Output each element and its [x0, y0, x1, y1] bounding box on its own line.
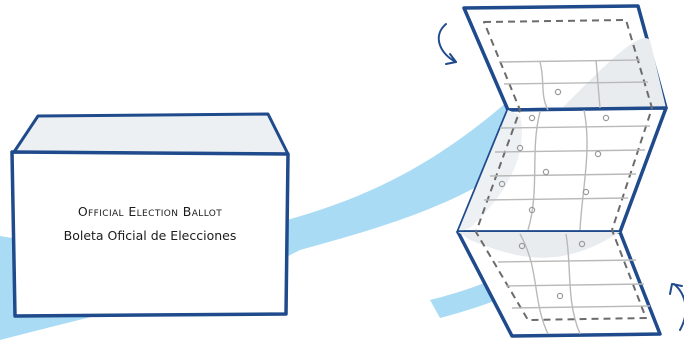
ballot-bubbles [498, 88, 610, 300]
curved-arrow-icon [669, 283, 684, 331]
curved-arrow-icon [437, 23, 457, 65]
envelope-title-en: Official Election Ballot [77, 204, 223, 219]
ballot-dashed-border [475, 19, 653, 321]
envelope-body [10, 150, 290, 318]
envelope-title-es: Boleta Oficial de Elecciones [63, 228, 237, 243]
envelope-flap [12, 112, 290, 156]
envelope-label: Official Election Ballot Boleta Oficial … [18, 200, 282, 248]
ballot-grid [483, 59, 651, 335]
envelope [10, 112, 290, 318]
folded-ballot [456, 4, 668, 338]
